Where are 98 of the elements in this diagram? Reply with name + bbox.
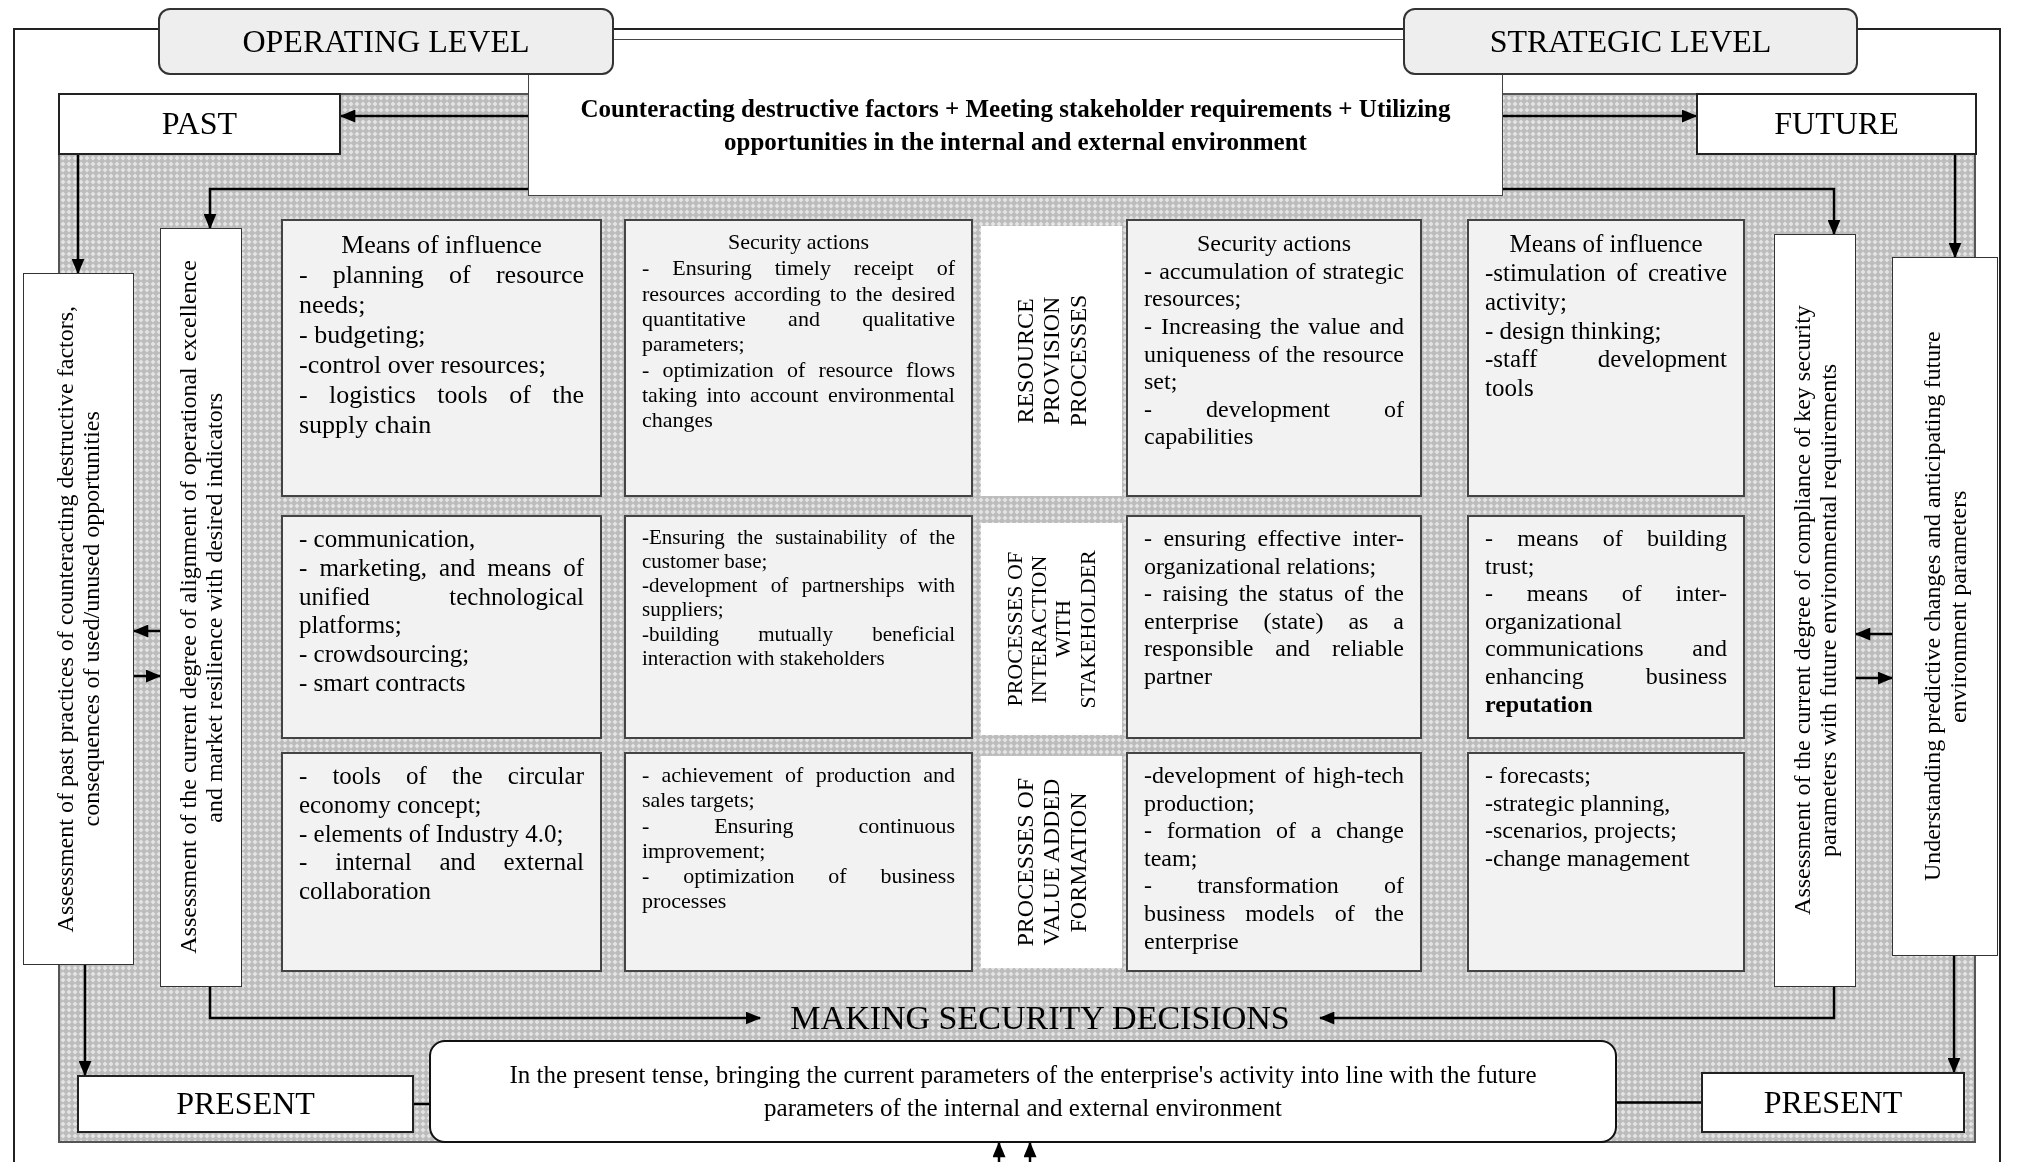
- list-item: - optimization of business processes: [642, 863, 955, 914]
- box-heading: Security actions: [1196, 229, 1352, 258]
- list-item: -development of high-tech production;: [1144, 762, 1404, 818]
- list-item: - raising the status of the enterprise (state) as a responsible and reliable partner: [1144, 580, 1404, 691]
- measure-box: [281, 752, 602, 972]
- box-heading: Means of influence: [340, 229, 543, 261]
- arrow: [203, 187, 528, 230]
- arrow: [132, 624, 160, 638]
- arrow: [992, 1141, 1006, 1162]
- arrow: [1856, 671, 1894, 685]
- arrow: [1948, 155, 1962, 259]
- measure-box: [1126, 515, 1422, 739]
- process-label-box: [981, 226, 1122, 496]
- list-item: - tools of the circular economy concept;: [299, 762, 584, 820]
- box-label: STRATEGIC LEVEL: [1489, 21, 1772, 61]
- vertical-text: RESOURCE PROVISION PROCESSES: [1011, 293, 1092, 430]
- arrow: [78, 965, 92, 1077]
- box-label: PAST: [161, 104, 238, 144]
- box-label: PRESENT: [176, 1084, 315, 1124]
- list-item: -staff development tools: [1485, 345, 1727, 403]
- list-item: -change management: [1485, 844, 1691, 873]
- list-item: - means of building trust;: [1485, 525, 1727, 581]
- box-heading: Security actions: [726, 229, 871, 256]
- section-heading: MAKING SECURITY DECISIONS: [789, 997, 1291, 1038]
- list-item: - formation of a change team;: [1144, 817, 1404, 873]
- list-item: - development of capabilities: [1144, 395, 1404, 451]
- measure-box: [624, 515, 973, 739]
- list-item: - Increasing the value and uniqueness of the resource set;: [1144, 313, 1404, 396]
- vertical-text: Understanding predictive changes and anticipating future environment parameters: [1918, 330, 1972, 884]
- list-item: - forecasts;: [1485, 762, 1592, 790]
- time-box: [58, 93, 341, 155]
- vertical-text: Assessment of past practices of counteracting destructive factors, consequences of used/unused opportunities: [52, 304, 105, 935]
- arrow: [1854, 627, 1892, 641]
- measure-box: [624, 752, 973, 972]
- list-item: -scenarios, projects;: [1485, 817, 1678, 845]
- list-item: -development of partnerships with suppliers;: [642, 573, 955, 622]
- goal-text: Counteracting destructive factors + Meeting stakeholder requirements + Utilizing opportunities in the internal and external environment: [579, 94, 1452, 157]
- assessment-box: [23, 273, 134, 965]
- measure-box: [1467, 515, 1745, 739]
- measure-box: [624, 219, 973, 497]
- list-item: - logistics tools of the supply chain: [299, 379, 584, 440]
- time-box: [1701, 1072, 1965, 1133]
- list-item: - smart contracts: [299, 668, 467, 698]
- arrow: [1947, 956, 1961, 1074]
- measure-box: [1467, 752, 1745, 972]
- arrow: [208, 987, 762, 1025]
- decision-box: [429, 1040, 1617, 1143]
- vertical-text: Assessment of the current degree of compliance of key security parameters with future environmental requirements: [1788, 304, 1842, 918]
- box-heading: Means of influence: [1508, 229, 1704, 259]
- list-item: - Ensuring continuous improvement;: [642, 812, 955, 864]
- list-item: - budgeting;: [299, 319, 427, 350]
- list-item: - elements of Industry 4.0;: [299, 819, 565, 849]
- arrow: [1503, 187, 1841, 236]
- measure-box: [281, 515, 602, 739]
- arrow: [1503, 109, 1698, 123]
- vertical-text: PROCESSES OF VALUE ADDED FORMATION: [1011, 776, 1092, 949]
- measure-box: [1126, 219, 1422, 497]
- list-item: - internal and external collaboration: [299, 848, 584, 906]
- list-item: - marketing, and means of unified technological platforms;: [299, 553, 584, 640]
- assessment-box: [160, 228, 242, 987]
- decision-text: In the present tense, bringing the current parameters of the enterprise's activity into line with the future parameters of the internal and external environment: [508, 1060, 1538, 1123]
- measure-box: [281, 219, 602, 497]
- vertical-text: PROCESSES OF INTERACTION WITH STAKEHOLDER: [1003, 548, 1100, 711]
- connector-line: [1617, 1101, 1701, 1104]
- list-item: - transformation of business models of the enterprise: [1144, 872, 1404, 956]
- box-label: OPERATING LEVEL: [242, 21, 530, 61]
- measure-box: [1467, 219, 1745, 497]
- list-item: -Ensuring the sustainability of the customer base;: [642, 525, 955, 574]
- list-item: -control over resources;: [299, 349, 547, 380]
- assessment-box: [1774, 234, 1856, 987]
- list-item: - optimization of resource flows taking into account environmental changes: [642, 356, 955, 433]
- list-item: - design thinking;: [1485, 316, 1663, 346]
- arrow: [1318, 987, 1836, 1025]
- list-item: - ensuring effective inter-organizational relations;: [1144, 525, 1404, 581]
- time-box: [77, 1075, 414, 1133]
- list-item: - means of inter-organizational communications and enhancing business reputation: [1485, 580, 1727, 719]
- time-box: [1696, 93, 1977, 155]
- arrow: [134, 669, 162, 683]
- list-item: - communication,: [299, 525, 477, 554]
- arrow: [1023, 1141, 1037, 1162]
- list-item: -stimulation of creative activity;: [1485, 259, 1727, 317]
- list-item: - accumulation of strategic resources;: [1144, 257, 1404, 313]
- level-tab: [158, 8, 614, 75]
- box-label: PRESENT: [1763, 1082, 1903, 1122]
- assessment-box: [1892, 257, 1998, 956]
- list-item: - planning of resource needs;: [299, 260, 584, 320]
- list-item: - Ensuring timely receipt of resources according to the desired quantitative and qualitative parameters;: [642, 255, 955, 357]
- level-tab: [1403, 8, 1858, 75]
- list-item: - crowdsourcing;: [299, 640, 471, 669]
- box-label: FUTURE: [1774, 104, 1899, 144]
- process-label-box: [981, 523, 1122, 735]
- list-item: -strategic planning,: [1485, 789, 1672, 818]
- measure-box: [1126, 752, 1422, 972]
- list-item: -building mutually beneficial interaction with stakeholders: [642, 621, 955, 670]
- arrow: [71, 155, 85, 275]
- process-label-box: [981, 756, 1122, 968]
- list-item: - achievement of production and sales targets;: [642, 762, 955, 813]
- vertical-text: Assessment of the current degree of alignment of operational excellence and market resilience with desired indicators: [174, 259, 228, 957]
